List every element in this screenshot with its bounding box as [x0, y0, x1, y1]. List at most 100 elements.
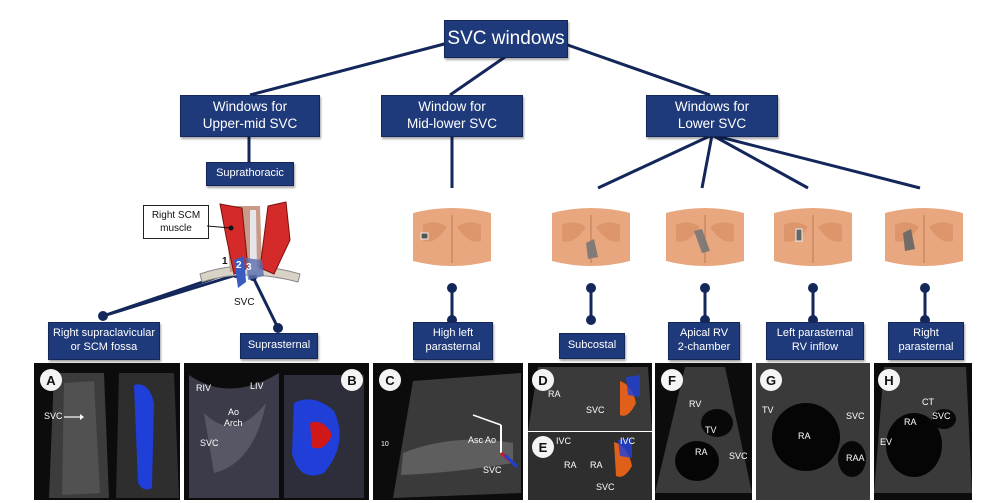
suprathoracic-box: Suprathoracic: [206, 162, 294, 186]
arrow-icon: [64, 414, 84, 420]
panel-c-label-svc: SVC: [483, 465, 502, 475]
panel-h-label-svc: SVC: [932, 411, 951, 421]
left-para-line1: Left parasternal: [776, 327, 854, 340]
panel-d-letter: D: [532, 369, 554, 391]
left-para-line2: RV inflow: [791, 341, 839, 353]
vein-shape: [246, 258, 264, 280]
doppler-flow-orange-d: [620, 381, 636, 416]
group-upper-line1: Windows for: [212, 99, 288, 115]
group-upper-mid-svc: Windows for Upper-mid SVC: [180, 95, 320, 137]
panel-e-label-svc: SVC: [596, 482, 615, 492]
panel-f-label-svc: SVC: [729, 451, 748, 461]
subcostal-text: Subcostal: [567, 339, 617, 352]
panel-a-image: [49, 373, 179, 498]
dot-supraclav: [98, 311, 108, 321]
panel-b-label-svc: SVC: [200, 438, 219, 448]
panel-c-image: [393, 373, 521, 498]
group-mid-line2: Mid-lower SVC: [406, 116, 498, 131]
probe-right-parasternal: [903, 229, 915, 251]
panel-e-label-ivc-left: IVC: [556, 436, 572, 446]
neck-number-1: 1: [222, 256, 228, 267]
panel-h-image: [874, 367, 972, 493]
panel-g-label-raa: RAA: [846, 453, 865, 463]
panel-c: C Asc Ao SVC 10: [373, 363, 523, 500]
title-box: SVC windows: [444, 20, 568, 58]
panel-h-label-ct: CT: [922, 397, 934, 407]
panel-g: G TV RA SVC RAA: [756, 363, 870, 500]
dot-apical-top: [700, 283, 710, 293]
dot-left-para-top: [808, 283, 818, 293]
doppler-flow-red-b: [310, 421, 332, 449]
panel-b-label-liv: LIV: [250, 381, 264, 391]
panel-g-label-tv: TV: [762, 405, 774, 415]
panel-e-letter: E: [532, 436, 554, 458]
callout-pointer: [206, 225, 234, 231]
supraclav-line2: or SCM fossa: [70, 341, 138, 353]
panel-f-label-rv: RV: [689, 399, 702, 409]
window-right-supraclavicular: Right supraclavicular or SCM fossa: [48, 322, 160, 360]
panel-h-label-ra: RA: [904, 417, 917, 427]
suprasternal-text: Suprasternal: [247, 339, 311, 352]
group-mid-line1: Window for: [418, 99, 486, 115]
panel-a: A SVC: [34, 363, 180, 500]
line-lower-to-subcostal: [597, 133, 713, 190]
suprathoracic-text: Suprathoracic: [216, 167, 284, 180]
window-subcostal: Subcostal: [559, 333, 625, 359]
callout-line1: Right SCM: [151, 210, 201, 221]
torso-subcostal: [552, 208, 630, 266]
apical-line1: Apical RV: [679, 327, 729, 340]
panel-h-letter: H: [878, 369, 900, 391]
right-para-line1: Right: [913, 327, 939, 340]
window-high-left-parasternal: High left parasternal: [413, 322, 493, 360]
panel-e-label-ra-right: RA: [590, 460, 603, 470]
probe-left-parasternal: [795, 228, 803, 242]
high-left-line2: parasternal: [425, 341, 481, 353]
callout-line2: muscle: [160, 223, 192, 234]
panel-e-label-ivc-right: IVC: [620, 436, 636, 446]
line-neck-to-suprasternal: [251, 276, 280, 329]
panel-b-image: [189, 373, 364, 498]
panel-b-label-riv: RIV: [196, 383, 212, 393]
panel-a-label-svc: SVC: [44, 411, 63, 421]
group-lower-line2: Lower SVC: [677, 116, 747, 131]
panel-f-image: [655, 367, 752, 493]
window-suprasternal: Suprasternal: [240, 333, 318, 359]
torso-left-parasternal: [774, 208, 852, 266]
line-to-mid: [449, 55, 506, 97]
panel-e-label-ra-left: RA: [564, 460, 577, 470]
panel-e: E IVC RA RA IVC SVC: [528, 432, 652, 500]
panel-f-letter: F: [661, 369, 683, 391]
neck-number-2: 2: [236, 260, 242, 271]
group-mid-lower-svc: Window for Mid-lower SVC: [381, 95, 523, 137]
dot-high-left-top: [447, 283, 457, 293]
probe-high-left: [420, 232, 429, 240]
panel-g-label-svc: SVC: [846, 411, 865, 421]
title-text: SVC windows: [447, 28, 565, 50]
panel-a-letter: A: [40, 369, 62, 391]
doppler-flow-blue: [134, 384, 154, 490]
line-neck-to-supraclav-2: [102, 273, 237, 318]
panel-d-image: [528, 367, 652, 431]
torso-apical: [666, 208, 744, 266]
doppler-flow-orange-e: [614, 442, 632, 477]
line-lower-to-apical: [700, 134, 714, 189]
window-apical-rv: Apical RV 2-chamber: [668, 322, 740, 360]
panel-c-label-ascao: Asc Ao: [468, 435, 497, 445]
panel-d: D RA SVC: [528, 363, 652, 431]
neck-illustration: [199, 201, 301, 288]
high-left-line1: High left: [432, 327, 474, 340]
window-right-parasternal: Right parasternal: [888, 322, 964, 360]
panel-d-label-svc: SVC: [586, 405, 605, 415]
dot-right-para-top: [920, 283, 930, 293]
neck-number-3: 3: [246, 262, 252, 273]
line-lower-to-left-para: [711, 133, 809, 190]
panel-f: F RV TV RA SVC: [655, 363, 752, 500]
line-lower-to-right-para: [711, 133, 921, 190]
panel-g-label-ra: RA: [798, 431, 811, 441]
panel-b-letter: B: [341, 369, 363, 391]
dot-subcostal-bottom: [586, 315, 596, 325]
dot-suprasternal: [273, 323, 283, 333]
panel-h-label-ev: EV: [880, 437, 893, 447]
group-upper-line2: Upper-mid SVC: [202, 116, 298, 131]
